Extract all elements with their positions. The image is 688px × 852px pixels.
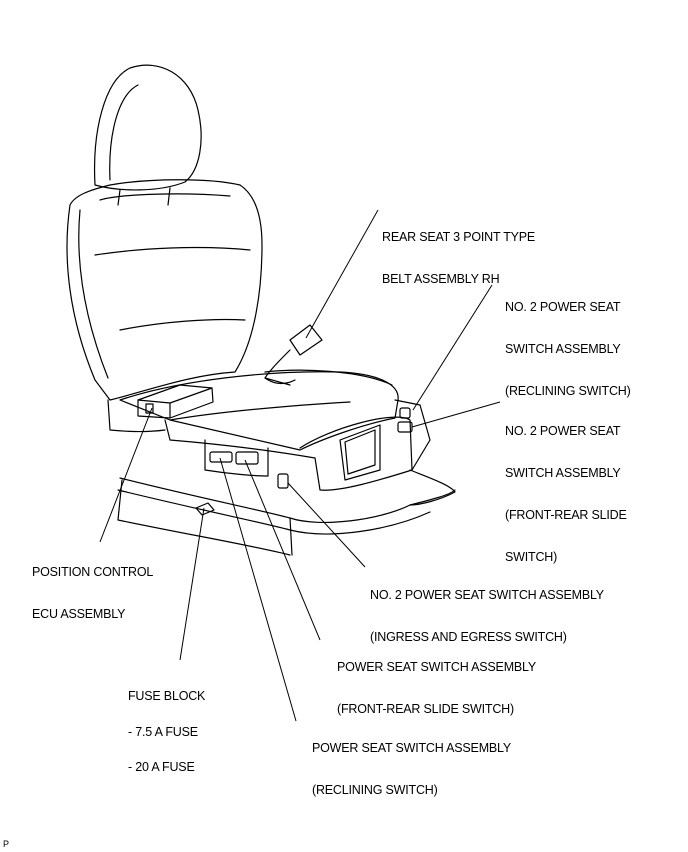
seat-base — [119, 477, 456, 524]
seat-cushion — [119, 371, 399, 451]
headrest — [93, 64, 202, 191]
leader-reclining-switch-no2 — [412, 284, 493, 411]
label-line: POWER SEAT SWITCH ASSEMBLY — [337, 660, 537, 674]
label-line: NO. 2 POWER SEAT — [505, 424, 621, 438]
leader-slide-switch-no2 — [411, 401, 501, 428]
label-line: - 20 A FUSE — [128, 760, 195, 774]
ingress-egress-switch — [277, 473, 289, 489]
leader-fuse-block — [179, 507, 205, 661]
fuse-block — [195, 502, 215, 516]
label-line: NO. 2 POWER SEAT — [505, 300, 621, 314]
label-line: (INGRESS AND EGRESS SWITCH) — [370, 630, 567, 644]
leader-reclining-switch — [219, 457, 297, 722]
reclining-switch-no2 — [399, 407, 411, 419]
label-fuse-20a: - 20 A FUSE — [128, 732, 195, 788]
label-fuse-block: FUSE BLOCK — [128, 661, 205, 717]
label-no2-slide-switch: NO. 2 POWER SEAT SWITCH ASSEMBLY (FRONT-… — [505, 396, 627, 578]
label-no2-reclining-switch: NO. 2 POWER SEAT SWITCH ASSEMBLY (RECLIN… — [505, 272, 631, 412]
label-rear-seat-belt: REAR SEAT 3 POINT TYPE BELT ASSEMBLY RH — [382, 202, 535, 300]
label-line: (FRONT-REAR SLIDE — [505, 508, 627, 522]
label-line: REAR SEAT 3 POINT TYPE — [382, 230, 536, 244]
leader-position-control-ecu — [99, 407, 153, 543]
leader-slide-switch — [244, 459, 321, 641]
figure-code: P — [3, 839, 10, 849]
seat-side-panel — [164, 416, 413, 491]
reclining-switch-knob — [235, 451, 259, 465]
label-slide-switch: POWER SEAT SWITCH ASSEMBLY (FRONT-REAR S… — [337, 632, 536, 730]
ecu-box — [137, 384, 214, 419]
label-ingress-egress-switch: NO. 2 POWER SEAT SWITCH ASSEMBLY (INGRES… — [370, 560, 604, 658]
leader-ingress-egress — [287, 482, 366, 568]
label-position-control-ecu: POSITION CONTROL ECU ASSEMBLY — [32, 537, 153, 635]
label-line: (RECLINING SWITCH) — [312, 783, 438, 797]
label-line: SWITCH ASSEMBLY — [505, 466, 621, 480]
label-line: SWITCH) — [505, 550, 558, 564]
seat-belt-buckle — [289, 324, 323, 356]
label-line: BELT ASSEMBLY RH — [382, 272, 500, 286]
label-line: (FRONT-REAR SLIDE SWITCH) — [337, 702, 514, 716]
label-reclining-switch: POWER SEAT SWITCH ASSEMBLY (RECLINING SW… — [312, 713, 511, 811]
label-fuse-7-5a: - 7.5 A FUSE — [128, 697, 198, 753]
label-line: POSITION CONTROL — [32, 565, 154, 579]
leader-rear-seat-belt — [305, 209, 379, 339]
label-line: SWITCH ASSEMBLY — [505, 342, 621, 356]
label-line: - 7.5 A FUSE — [128, 725, 198, 739]
label-line: (RECLINING SWITCH) — [505, 384, 631, 398]
label-line: ECU ASSEMBLY — [32, 607, 126, 621]
seat-back — [66, 179, 263, 401]
label-line: POWER SEAT SWITCH ASSEMBLY — [312, 741, 512, 755]
label-line: FUSE BLOCK — [128, 689, 206, 703]
label-line: NO. 2 POWER SEAT SWITCH ASSEMBLY — [370, 588, 604, 602]
